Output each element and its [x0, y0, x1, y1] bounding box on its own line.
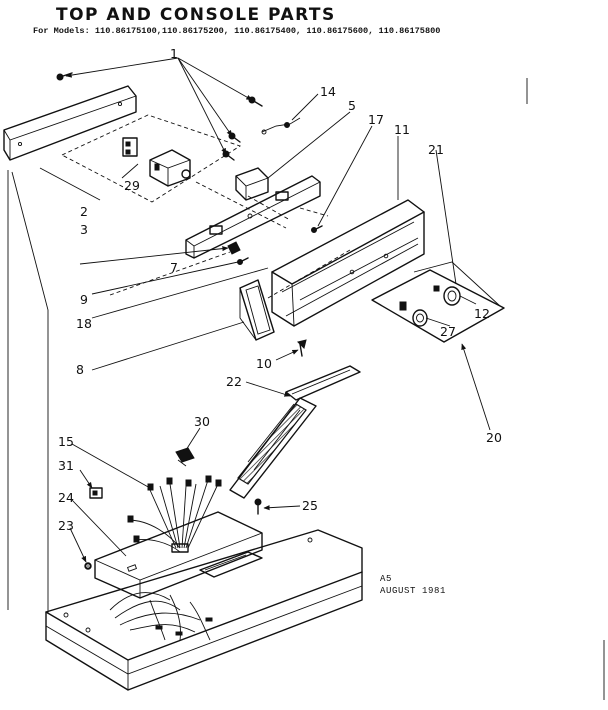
callout-29: 29 [124, 178, 140, 193]
mounting-plate [60, 114, 242, 203]
console-bracket [185, 167, 321, 259]
top-panel [45, 511, 363, 691]
screw-17 [311, 225, 323, 233]
note-date: AUGUST 1981 [380, 586, 446, 596]
callout-27: 27 [440, 324, 456, 339]
callout-22: 22 [226, 374, 242, 389]
callout-labels: 1 14 5 17 11 21 29 2 3 7 9 18 12 27 8 10… [58, 46, 502, 533]
diagram-subtitle: For Models: 110.86175100,110.86175200, 1… [33, 26, 440, 36]
callout-9: 9 [80, 292, 88, 307]
callout-1: 1 [170, 46, 178, 61]
callout-12: 12 [474, 306, 490, 321]
diagram-title: TOP AND CONSOLE PARTS [56, 5, 336, 25]
callout-17: 17 [368, 112, 384, 127]
screw-1b [248, 96, 263, 107]
align-line-e [267, 249, 351, 299]
end-cap-8 [239, 279, 275, 341]
callout-30: 30 [194, 414, 210, 429]
align-line-b [247, 195, 291, 221]
switch-29 [122, 137, 138, 157]
callout-23: 23 [58, 518, 74, 533]
screw-1a [56, 72, 73, 81]
wire-harness-14 [261, 117, 301, 135]
rear-bracket [3, 85, 137, 161]
callout-24: 24 [58, 490, 74, 505]
align-line-c [299, 207, 329, 217]
leader-lines [39, 57, 491, 563]
callout-7: 7 [170, 260, 178, 275]
connector-30 [175, 447, 195, 467]
clip-7 [227, 241, 241, 255]
screw-25 [254, 498, 262, 515]
callout-11: 11 [394, 122, 410, 137]
callout-10: 10 [256, 356, 272, 371]
callout-18: 18 [76, 316, 92, 331]
callout-31: 31 [58, 458, 74, 473]
callout-20: 20 [486, 430, 502, 445]
callout-5: 5 [348, 98, 356, 113]
wire-harness-15 [127, 475, 222, 553]
callout-21: 21 [428, 142, 444, 157]
control-panel-27 [371, 261, 505, 343]
note-a5: A5 [380, 574, 392, 584]
knob-27 [399, 301, 428, 327]
top-panel-wiring [109, 592, 213, 641]
knob-12 [433, 285, 461, 306]
callout-14: 14 [320, 84, 336, 99]
callout-8: 8 [76, 362, 84, 377]
lint-screen-22 [229, 365, 361, 499]
screw-1d [222, 150, 235, 161]
align-line-d [109, 251, 231, 296]
terminal-block-31 [89, 487, 103, 499]
console-11 [271, 199, 425, 327]
callout-2: 2 [80, 204, 88, 219]
callout-15: 15 [58, 434, 74, 449]
screw-9 [237, 257, 249, 265]
screw-10 [297, 339, 307, 357]
align-line-a [195, 181, 287, 229]
timer-motor [149, 149, 191, 187]
callout-3: 3 [80, 222, 88, 237]
cabinet-outline [7, 170, 49, 614]
nut-23 [84, 562, 92, 570]
callout-25: 25 [302, 498, 318, 513]
